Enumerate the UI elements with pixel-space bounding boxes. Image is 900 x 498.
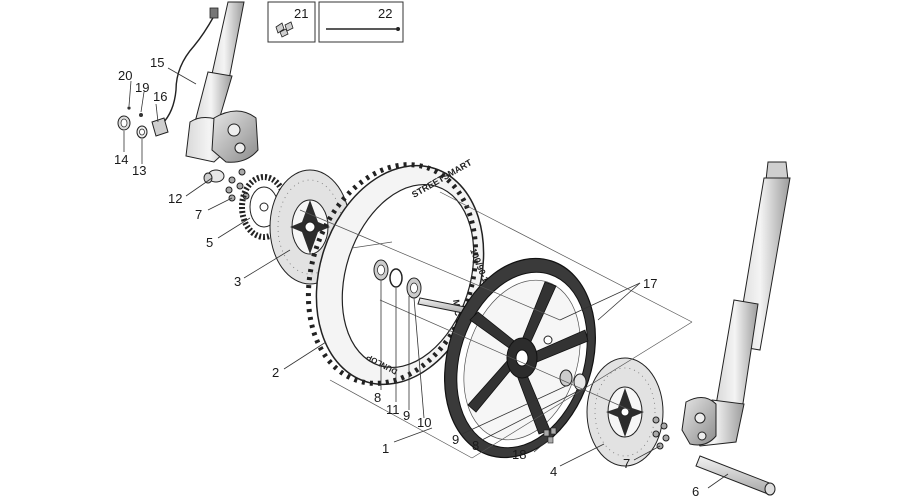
right-fork-assembly	[681, 161, 791, 447]
callout-17: 17	[643, 276, 657, 291]
callout-5: 5	[206, 235, 213, 250]
callout-2: 2	[272, 365, 279, 380]
speed-sensor	[151, 117, 169, 137]
callout-8-left: 8	[374, 390, 381, 405]
clip-icon	[275, 21, 294, 38]
cable-tie-icon	[326, 27, 400, 31]
callout-labels: 20 19 15 16 14 13 12 7 5 3 2 8 11 9 10 1…	[114, 6, 699, 498]
leader-lines	[123, 67, 729, 489]
callout-18: 18	[512, 447, 526, 462]
left-fork-assembly	[151, 1, 259, 163]
front-axle	[695, 455, 776, 496]
wheel-rim	[444, 257, 596, 459]
callout-20: 20	[118, 68, 132, 83]
callout-7-left: 7	[195, 207, 202, 222]
callout-9-right: 9	[452, 432, 459, 447]
callout-9-left: 9	[403, 408, 410, 423]
right-bolts	[652, 416, 670, 450]
sensor-cable	[161, 15, 215, 125]
left-brake-caliper	[211, 110, 259, 163]
callout-7-right: 7	[623, 456, 630, 471]
callout-14: 14	[114, 152, 128, 167]
inset-part-21	[267, 1, 316, 43]
callout-11: 11	[386, 402, 400, 417]
callout-15: 15	[150, 55, 164, 70]
left-small-hardware	[117, 106, 148, 139]
callout-6: 6	[692, 484, 699, 498]
callout-4: 4	[550, 464, 557, 479]
tire: STREETSMART 100/90-18 M/C 56V DUNLOP	[305, 157, 493, 386]
callout-21: 21	[294, 6, 308, 21]
right-brake-disc	[586, 357, 664, 467]
inset-part-22	[318, 1, 404, 43]
callout-3: 3	[234, 274, 241, 289]
callout-10: 10	[417, 415, 431, 430]
callout-13: 13	[132, 163, 146, 178]
callout-19: 19	[135, 80, 149, 95]
left-spacer-bolts	[203, 168, 250, 202]
callout-22: 22	[378, 6, 392, 21]
callout-1: 1	[382, 441, 389, 456]
assembly-guides	[299, 191, 693, 459]
callout-12: 12	[168, 191, 182, 206]
valve-parts	[543, 427, 557, 444]
callout-8-right: 8	[472, 438, 479, 453]
bearings-and-seals	[373, 259, 471, 315]
callout-16: 16	[153, 89, 167, 104]
